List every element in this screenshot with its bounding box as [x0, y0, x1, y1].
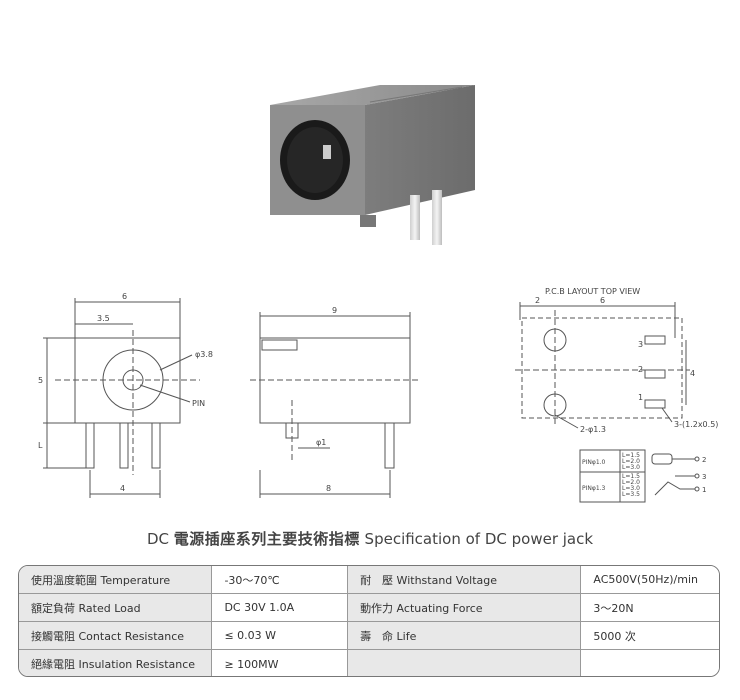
spec-table: 使用溫度範圍 Temperature -30～70℃ 耐 壓 Withstand… [18, 565, 720, 677]
product-photo [270, 85, 475, 245]
title-chinese: 電源插座系列主要技術指標 [173, 530, 360, 548]
spec-name-2: 動作力 Actuating Force [348, 594, 582, 621]
option-pin-a-l1: L=1.5 [622, 452, 640, 459]
spec-name-2: 壽 命 Life [348, 622, 582, 649]
spec-value: ≥ 100MW [212, 650, 349, 676]
front-dim-pin-length: L [38, 441, 43, 450]
front-dim-height: 5 [38, 376, 43, 385]
front-pin-label: PIN [192, 399, 205, 408]
spec-value-2: AC500V(50Hz)/min [581, 566, 719, 593]
side-dim-pin-dia: φ1 [316, 438, 326, 447]
table-row: 絕緣電阻 Insulation Resistance ≥ 100MW [19, 650, 719, 676]
option-pin-a-l2: L=2.0 [622, 458, 640, 465]
title-english: Specification of DC power jack [364, 530, 594, 548]
pcb-slots-label: 3-(1.2x0.5) [674, 420, 718, 429]
terminal-3: 3 [702, 473, 706, 481]
table-row: 接觸電阻 Contact Resistance ≤ 0.03 W 壽 命 Lif… [19, 622, 719, 650]
spec-value: -30～70℃ [212, 566, 349, 593]
front-dim-offset: 3.5 [97, 314, 110, 323]
option-pin-b-l2: L=2.0 [622, 479, 640, 486]
spec-value-2 [581, 650, 719, 676]
option-pin-b-l3: L=3.0 [622, 485, 640, 492]
pcb-header: P.C.B LAYOUT TOP VIEW [545, 287, 640, 296]
pcb-dim-left: 2 [535, 296, 540, 305]
pcb-pin-1: 1 [638, 393, 643, 402]
spec-name-2: 耐 壓 Withstand Voltage [348, 566, 582, 593]
terminal-1: 1 [702, 486, 706, 494]
spec-value: DC 30V 1.0A [212, 594, 349, 621]
spec-name: 使用溫度範圍 Temperature [19, 566, 213, 593]
spec-name: 接觸電阻 Contact Resistance [19, 622, 213, 649]
front-hole-label: φ3.8 [195, 350, 213, 359]
front-dim-pin-span: 4 [120, 484, 125, 493]
spec-value-2: 5000 次 [581, 622, 719, 649]
spec-name-2 [348, 650, 582, 676]
side-dim-bottom: 8 [326, 484, 331, 493]
side-dim-length: 9 [332, 306, 337, 315]
option-pin-b-l4: L=3.5 [622, 491, 640, 498]
title-prefix: DC [146, 530, 169, 548]
terminal-2: 2 [702, 456, 706, 464]
front-dim-width: 6 [122, 292, 127, 301]
spec-value-2: 3～20N [581, 594, 719, 621]
table-row: 使用溫度範圍 Temperature -30～70℃ 耐 壓 Withstand… [19, 566, 719, 594]
table-row: 額定負荷 Rated Load DC 30V 1.0A 動作力 Actuatin… [19, 594, 719, 622]
spec-value: ≤ 0.03 W [212, 622, 349, 649]
pcb-pin-3: 3 [638, 340, 643, 349]
pcb-holes-label: 2-φ1.3 [580, 425, 606, 434]
option-pin-b-l1: L=1.5 [622, 473, 640, 480]
technical-drawings: 6 3.5 5 L 4 φ3.8 PIN 9 φ1 8 P.C.B LAYOUT… [38, 287, 718, 503]
spec-name: 額定負荷 Rated Load [19, 594, 213, 621]
page-title: DC 電源插座系列主要技術指標 Specification of DC powe… [0, 528, 740, 549]
option-pin-a-l3: L=3.0 [622, 464, 640, 471]
pcb-dim-height: 4 [690, 369, 695, 378]
pcb-pin-2: 2 [638, 365, 643, 374]
spec-name: 絕緣電阻 Insulation Resistance [19, 650, 213, 676]
option-pin-a: PINφ1.0 [582, 459, 606, 466]
option-pin-b: PINφ1.3 [582, 485, 606, 492]
pcb-dim-right: 6 [600, 296, 605, 305]
